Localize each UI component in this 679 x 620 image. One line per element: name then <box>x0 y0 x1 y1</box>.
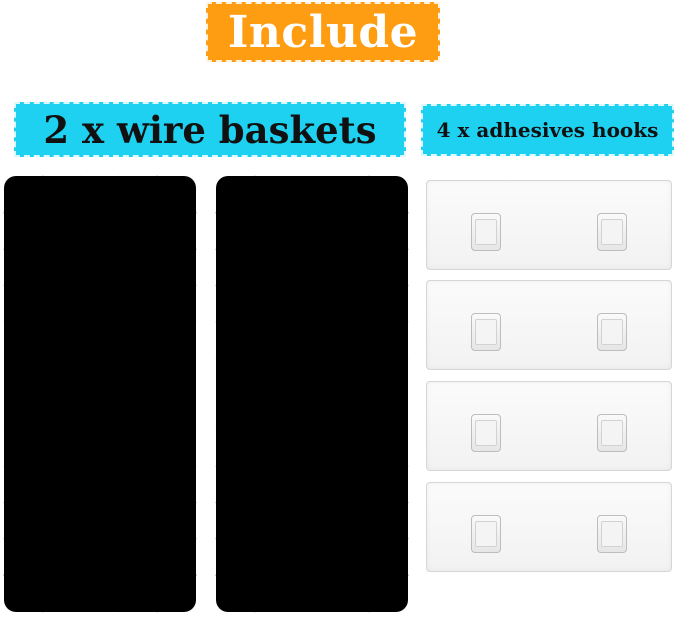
adhesive-hook-icon <box>597 414 627 452</box>
adhesive-hook-icon <box>471 515 501 553</box>
adhesive-hook-icon <box>471 313 501 351</box>
baskets-label: 2 x wire baskets <box>43 107 377 152</box>
wire-basket-2 <box>215 175 409 613</box>
basket-rim <box>4 176 196 612</box>
adhesive-hook-icon <box>597 313 627 351</box>
adhesive-hook-icon <box>597 213 627 251</box>
adhesive-hook-icon <box>597 515 627 553</box>
adhesive-hook-strip-1 <box>426 180 672 270</box>
include-banner: Include <box>206 2 440 62</box>
wire-basket-1 <box>3 175 197 613</box>
adhesive-hook-strip-4 <box>426 482 672 572</box>
hooks-label-banner: 4 x adhesives hooks <box>421 104 674 156</box>
adhesive-hook-strip-2 <box>426 280 672 370</box>
baskets-label-banner: 2 x wire baskets <box>14 102 406 157</box>
adhesive-hook-strip-3 <box>426 381 672 471</box>
adhesive-hook-icon <box>471 213 501 251</box>
adhesive-hook-icon <box>471 414 501 452</box>
hooks-label: 4 x adhesives hooks <box>436 118 659 142</box>
basket-rim <box>216 176 408 612</box>
include-title: Include <box>227 6 419 58</box>
